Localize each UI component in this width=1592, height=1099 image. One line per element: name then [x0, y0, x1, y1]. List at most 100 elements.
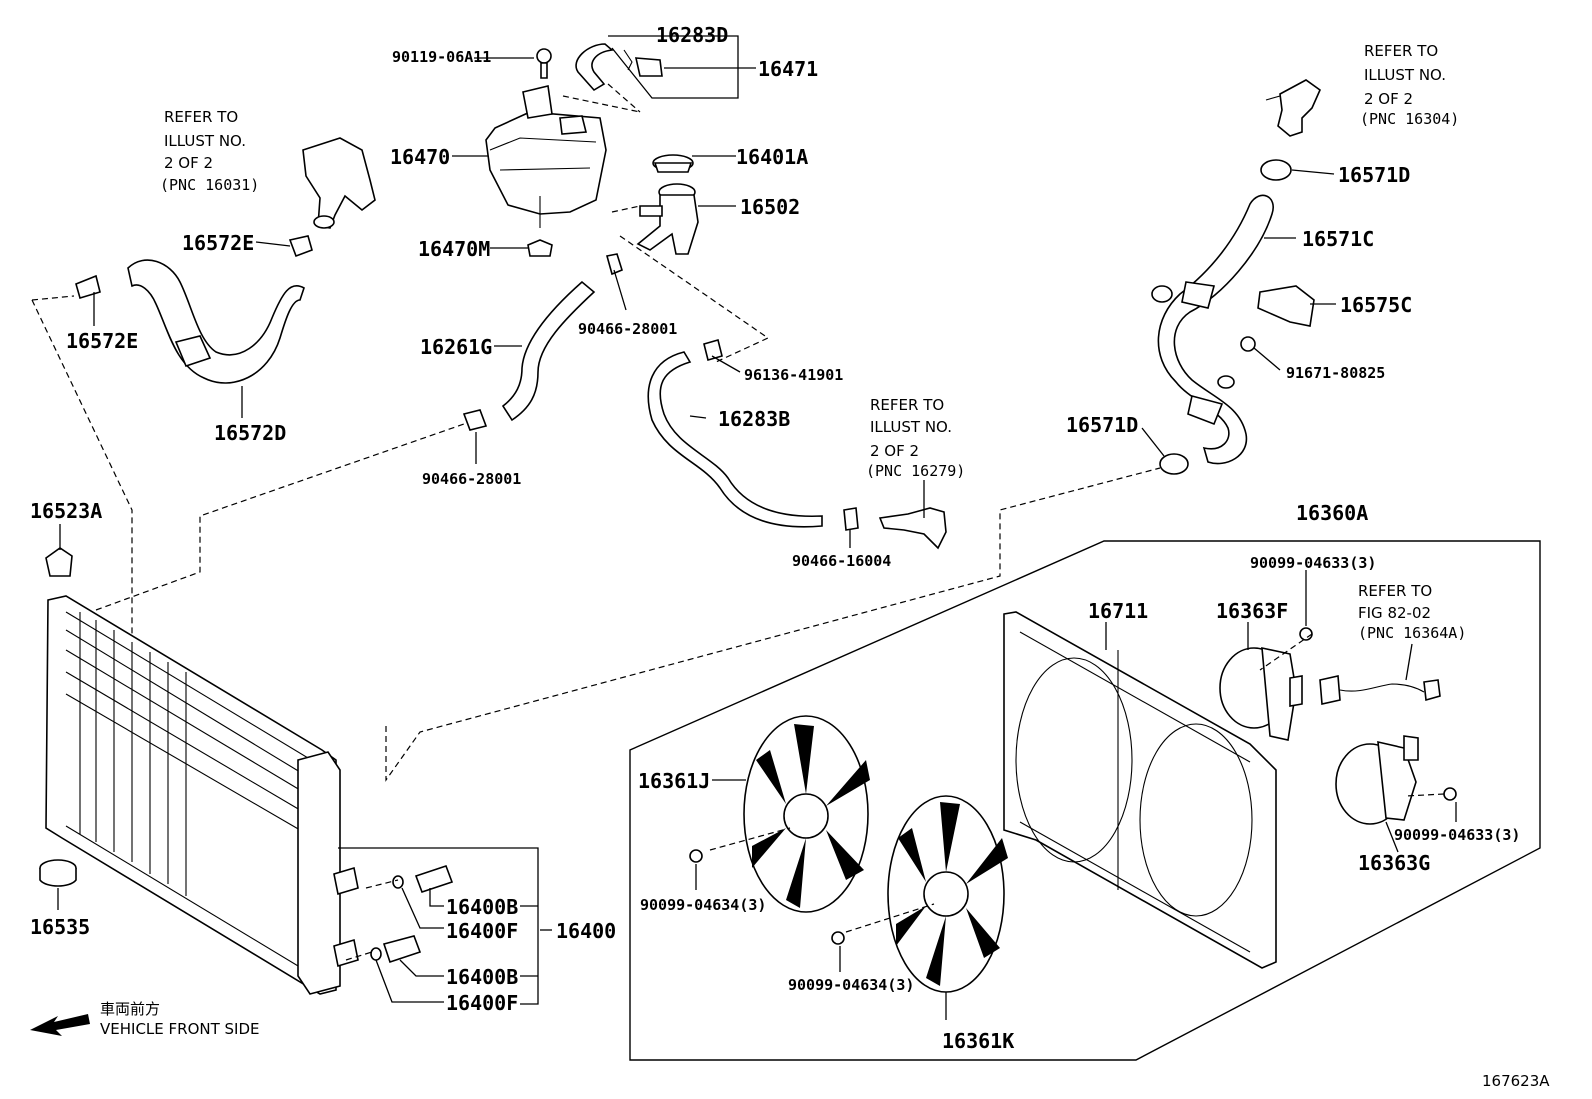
- clip-16523A: [45, 547, 73, 577]
- water-inlet-16304-illustration: [1265, 79, 1321, 137]
- label-16360A: 16360A: [1296, 501, 1368, 525]
- label-90099-04634-mid: 90099-04634(3): [788, 976, 914, 994]
- refer-note-line: REFER TO: [870, 396, 944, 414]
- label-90099-04634-left: 90099-04634(3): [640, 896, 766, 914]
- part-number-labels: 16283D 16471 90119-06A11 16470 16401A 16…: [30, 23, 1520, 1053]
- bolt-90119-illustration: [536, 48, 552, 79]
- refer-note-line: REFER TO: [164, 108, 238, 126]
- bolts-90099-04634: [689, 849, 845, 945]
- label-16363F: 16363F: [1216, 599, 1288, 623]
- clamp-16571D-upper: [1260, 159, 1292, 181]
- label-16535: 16535: [30, 915, 90, 939]
- refer-note-line: ILLUST NO.: [164, 132, 246, 150]
- refer-note-line: (PNC 16031): [160, 176, 259, 194]
- label-16283B: 16283B: [718, 407, 790, 431]
- fan-16361K-illustration: [887, 795, 1008, 993]
- bolt-91671-80825: [1240, 336, 1256, 352]
- refer-note-line: REFER TO: [1364, 42, 1438, 60]
- filler-neck-16502: [636, 183, 699, 255]
- hose-16261G-illustration: [501, 280, 596, 422]
- leader-lines: [57, 35, 1457, 1020]
- dashed-guide: [562, 95, 641, 113]
- water-outlet-16031-illustration: [302, 137, 376, 229]
- hose-16283D-illustration: [575, 43, 663, 92]
- label-16571D-mid: 16571D: [1066, 413, 1138, 437]
- label-16470M: 16470M: [418, 237, 490, 261]
- label-16572E-top: 16572E: [182, 231, 254, 255]
- hose-16571C-illustration: [1151, 194, 1274, 465]
- figure-id: 167623A: [1482, 1072, 1550, 1090]
- clamp-90466-28001-b: [462, 409, 488, 431]
- label-90099-04633-top: 90099-04633(3): [1250, 554, 1376, 572]
- dashed-guide: [619, 235, 770, 363]
- label-16572D: 16572D: [214, 421, 286, 445]
- refer-note-line: (PNC 16279): [866, 462, 965, 480]
- refer-note-16031: REFER TO ILLUST NO. 2 OF 2 (PNC 16031): [160, 108, 259, 194]
- radiator-cap-16401A: [652, 154, 694, 173]
- refer-note-line: ILLUST NO.: [870, 418, 952, 436]
- drain-plug-16400B: [382, 864, 454, 964]
- label-16283D: 16283D: [656, 23, 728, 47]
- vehicle-front-arrow-icon: [30, 1014, 90, 1036]
- label-16571D-top: 16571D: [1338, 163, 1410, 187]
- vehicle-front-english: VEHICLE FRONT SIDE: [100, 1020, 260, 1038]
- label-90466-28001-b: 90466-28001: [422, 470, 521, 488]
- reservoir-tank-illustration: [485, 85, 607, 228]
- label-16575C: 16575C: [1340, 293, 1412, 317]
- label-16363G: 16363G: [1358, 851, 1430, 875]
- fan-assembly-frame-16360A: [629, 540, 1541, 1061]
- refer-note-16304: REFER TO ILLUST NO. 2 OF 2 (PNC 16304): [1360, 42, 1459, 128]
- label-16502: 16502: [740, 195, 800, 219]
- label-90099-04633-right: 90099-04633(3): [1394, 826, 1520, 844]
- radiator-16400-illustration: [45, 595, 359, 995]
- fitting-16279-illustration: [878, 507, 947, 550]
- label-16361K: 16361K: [942, 1029, 1014, 1053]
- wire-harness-16364A: [1319, 675, 1441, 705]
- bolts-90099-04633: [1299, 627, 1457, 801]
- label-16400: 16400: [556, 919, 616, 943]
- fan-motor-16363F-illustration: [1219, 646, 1303, 741]
- refer-note-16364A: REFER TO FIG 82-02 (PNC 16364A): [1358, 582, 1466, 642]
- label-16523A: 16523A: [30, 499, 102, 523]
- clamp-16571D-lower: [1159, 453, 1189, 475]
- hose-16283B-illustration: [647, 351, 823, 528]
- clamp-96136-41901: [703, 339, 723, 361]
- dashed-assembly-guides: [31, 295, 1445, 961]
- refer-note-line: REFER TO: [1358, 582, 1432, 600]
- fan-16361J-illustration: [743, 715, 870, 913]
- dashed-guide: [607, 83, 641, 113]
- label-90119-06A11: 90119-06A11: [392, 48, 491, 66]
- label-16471: 16471: [758, 57, 818, 81]
- fan-motor-16363G-illustration: [1335, 735, 1419, 825]
- refer-note-line: 2 OF 2: [164, 154, 213, 172]
- clamp-90466-28001-a: [605, 253, 623, 276]
- refer-note-line: (PNC 16364A): [1358, 624, 1466, 642]
- vehicle-front-japanese: 車両前方: [100, 1000, 160, 1018]
- clamp-16572E-upper: [288, 235, 313, 258]
- refer-note-line: FIG 82-02: [1358, 604, 1431, 622]
- refer-note-line: ILLUST NO.: [1364, 66, 1446, 84]
- clamp-16572E-lower: [75, 274, 101, 299]
- cushion-16535: [39, 859, 77, 887]
- refer-note-16279: REFER TO ILLUST NO. 2 OF 2 (PNC 16279): [866, 396, 965, 480]
- label-16470: 16470: [390, 145, 450, 169]
- dashed-guide: [611, 205, 641, 213]
- label-16400F-a: 16400F: [446, 919, 518, 943]
- label-90466-28001-a: 90466-28001: [578, 320, 677, 338]
- label-90466-16004: 90466-16004: [792, 552, 891, 570]
- reservoir-cap-16470M: [527, 239, 553, 257]
- label-91671-80825: 91671-80825: [1286, 364, 1385, 382]
- label-16400B-a: 16400B: [446, 895, 518, 919]
- label-16361J: 16361J: [638, 769, 710, 793]
- label-16711: 16711: [1088, 599, 1148, 623]
- label-16400F-b: 16400F: [446, 991, 518, 1015]
- label-16571C: 16571C: [1302, 227, 1374, 251]
- refer-note-line: 2 OF 2: [1364, 90, 1413, 108]
- label-16400B-b: 16400B: [446, 965, 518, 989]
- hose-16572D-illustration: [127, 259, 305, 384]
- fan-shroud-16711-illustration: [1003, 611, 1277, 969]
- refer-note-line: (PNC 16304): [1360, 110, 1459, 128]
- refer-note-line: 2 OF 2: [870, 442, 919, 460]
